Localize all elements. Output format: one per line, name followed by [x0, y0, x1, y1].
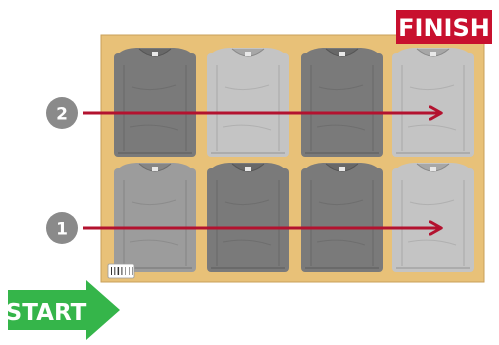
- folded-shirt: [114, 48, 196, 157]
- finish-badge: FINISH: [396, 10, 492, 44]
- folded-shirt: [392, 163, 474, 272]
- finish-label: FINISH: [398, 14, 490, 42]
- step-marker-1: 1: [46, 212, 78, 244]
- folded-shirt: [301, 48, 383, 157]
- folded-shirt: [114, 163, 196, 272]
- folded-shirt: [301, 163, 383, 272]
- shirt-grid: [114, 48, 474, 272]
- folded-shirt: [392, 48, 474, 157]
- step-marker-2: 2: [46, 97, 78, 129]
- step-number: 2: [56, 105, 68, 125]
- step-number: 1: [56, 220, 68, 240]
- folded-shirt: [207, 163, 289, 272]
- folded-shirt: [207, 48, 289, 157]
- start-arrow: START: [6, 280, 120, 340]
- barcode-icon: [107, 263, 135, 279]
- start-label: START: [6, 300, 87, 326]
